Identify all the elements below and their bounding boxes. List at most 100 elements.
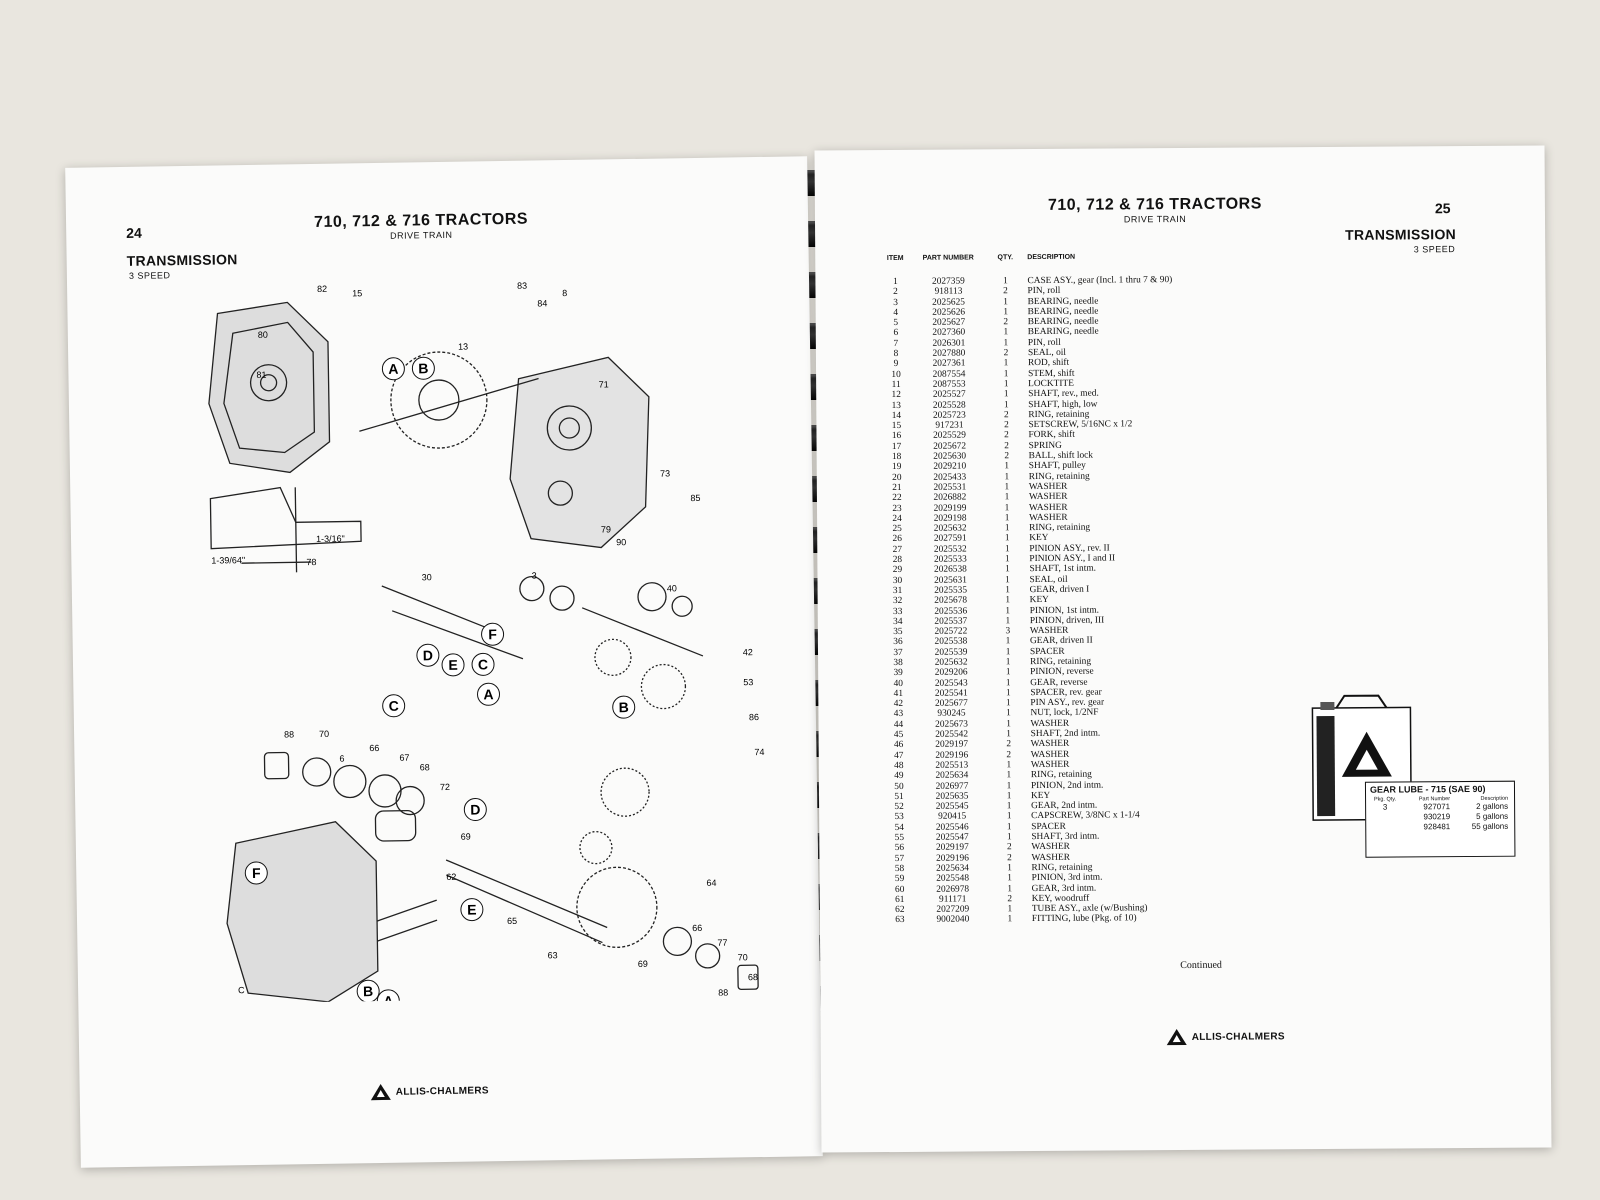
svg-text:F: F	[488, 626, 497, 642]
part-number-cell: 2025538	[934, 636, 968, 648]
qty-cell: 1	[1003, 296, 1008, 307]
qty-cell: 2	[1003, 317, 1009, 328]
item-cell: 35	[893, 627, 903, 638]
item-cell: 53	[894, 812, 904, 823]
svg-text:15: 15	[352, 288, 362, 298]
part-number-cell: 2025632	[934, 657, 968, 668]
logo-text: ALLIS-CHALMERS	[1191, 1030, 1285, 1043]
item-cell: 17	[891, 441, 902, 452]
item-cell: 5	[893, 318, 899, 329]
qty-cell: 1	[1004, 492, 1010, 503]
svg-text:C: C	[478, 656, 488, 672]
qty-cell: 2	[1004, 430, 1009, 441]
part-number-cell: 2025532	[933, 544, 967, 555]
part-number-cell: 2029198	[933, 513, 967, 524]
item-cell: 54	[894, 822, 904, 833]
item-cell: 36	[893, 637, 903, 648]
part-number-cell: 2026301	[932, 338, 966, 349]
svg-text:13: 13	[458, 342, 468, 352]
svg-text:3: 3	[532, 571, 537, 581]
gl-desc-cell: 2 gallons	[1476, 801, 1509, 811]
continued-note: Continued	[1180, 959, 1222, 972]
item-cell: 25	[892, 524, 902, 535]
part-number-cell: 2029197	[935, 842, 969, 854]
qty-cell: 1	[1003, 399, 1009, 410]
qty-cell: 1	[1003, 358, 1009, 369]
part-number-cell: 2027209	[936, 904, 970, 915]
part-number-cell: 2027360	[932, 327, 966, 339]
right-page: 710, 712 & 716 TRACTORS DRIVE TRAIN 25 T…	[814, 145, 1552, 1153]
item-cell: 3	[893, 297, 898, 308]
svg-text:E: E	[467, 902, 477, 918]
part-number-cell: 2029196	[936, 853, 969, 864]
part-number-cell: 2026977	[935, 781, 969, 792]
page-number-right: 25	[1434, 200, 1451, 217]
item-cell: 34	[893, 616, 903, 627]
part-number-cell: 917231	[935, 420, 964, 431]
item-cell: 49	[894, 771, 904, 782]
part-number-cell: 2025527	[932, 389, 966, 401]
qty-cell: 2	[1006, 749, 1012, 760]
item-cell: 4	[893, 307, 899, 318]
callout-b: B	[418, 360, 428, 376]
svg-text:E: E	[448, 657, 458, 673]
item-cell: 1	[893, 276, 898, 288]
part-number-cell: 2025542	[935, 729, 969, 740]
part-number-cell: 2025547	[935, 832, 969, 843]
section-subtitle: 3 SPEED	[1413, 244, 1456, 255]
brand-logo-left: ALLIS-CHALMERS	[370, 1081, 489, 1101]
svg-text:68: 68	[420, 762, 430, 772]
svg-text:D: D	[423, 647, 433, 663]
qty-cell: 1	[1003, 307, 1009, 318]
svg-text:86: 86	[749, 712, 759, 722]
svg-text:D: D	[470, 801, 480, 817]
qty-cell: 1	[1005, 564, 1010, 575]
qty-cell: 1	[1006, 708, 1011, 719]
qty-cell: 2	[1003, 348, 1009, 359]
item-cell: 42	[893, 699, 904, 710]
description-cell: FITTING, lube (Pkg. of 10)	[1031, 913, 1137, 925]
qty-cell: 1	[1005, 585, 1010, 596]
part-number-cell: 2027359	[931, 276, 965, 287]
qty-cell: 1	[1005, 605, 1011, 616]
item-cell: 16	[891, 431, 902, 442]
part-number-cell: 930245	[937, 708, 966, 720]
item-cell: 18	[891, 452, 902, 463]
col-qty: QTY.	[997, 254, 1014, 262]
part-number-cell: 2087553	[932, 379, 966, 390]
part-number-cell: 2027591	[933, 533, 967, 545]
part-number-cell: 2025533	[933, 554, 967, 565]
part-number-cell: 2025678	[934, 595, 968, 606]
qty-cell: 1	[1006, 729, 1011, 740]
part-number-cell: 2025536	[934, 606, 968, 617]
item-cell: 37	[893, 647, 903, 658]
qty-cell: 2	[1004, 451, 1010, 462]
gl-desc-cell: 5 gallons	[1476, 811, 1509, 821]
item-cell: 58	[894, 863, 905, 874]
item-cell: 39	[893, 668, 903, 679]
item-cell: 12	[891, 390, 901, 401]
gl-part-cell: 928481	[1423, 822, 1451, 832]
qty-cell: 1	[1007, 904, 1013, 915]
part-number-cell: 2029210	[933, 461, 967, 473]
item-cell: 30	[892, 575, 903, 586]
part-number-cell: 2025513	[935, 760, 969, 771]
qty-cell: 1	[1004, 513, 1010, 524]
qty-cell: 1	[1006, 832, 1012, 843]
part-number-cell: 2025529	[933, 430, 966, 442]
svg-text:42: 42	[743, 647, 753, 657]
qty-cell: 1	[1006, 801, 1012, 812]
svg-text:64: 64	[706, 878, 716, 888]
item-cell: 55	[894, 832, 905, 844]
qty-cell: 1	[1005, 657, 1011, 668]
qty-cell: 2	[1003, 410, 1009, 421]
part-number-cell: 2025545	[935, 801, 969, 812]
part-number-cell: 2025627	[932, 317, 966, 328]
item-cell: 10	[891, 369, 901, 380]
part-number-cell: 2025535	[934, 585, 968, 596]
qty-cell: 1	[1006, 760, 1012, 771]
svg-text:B: B	[619, 699, 629, 715]
svg-text:71: 71	[599, 379, 609, 389]
